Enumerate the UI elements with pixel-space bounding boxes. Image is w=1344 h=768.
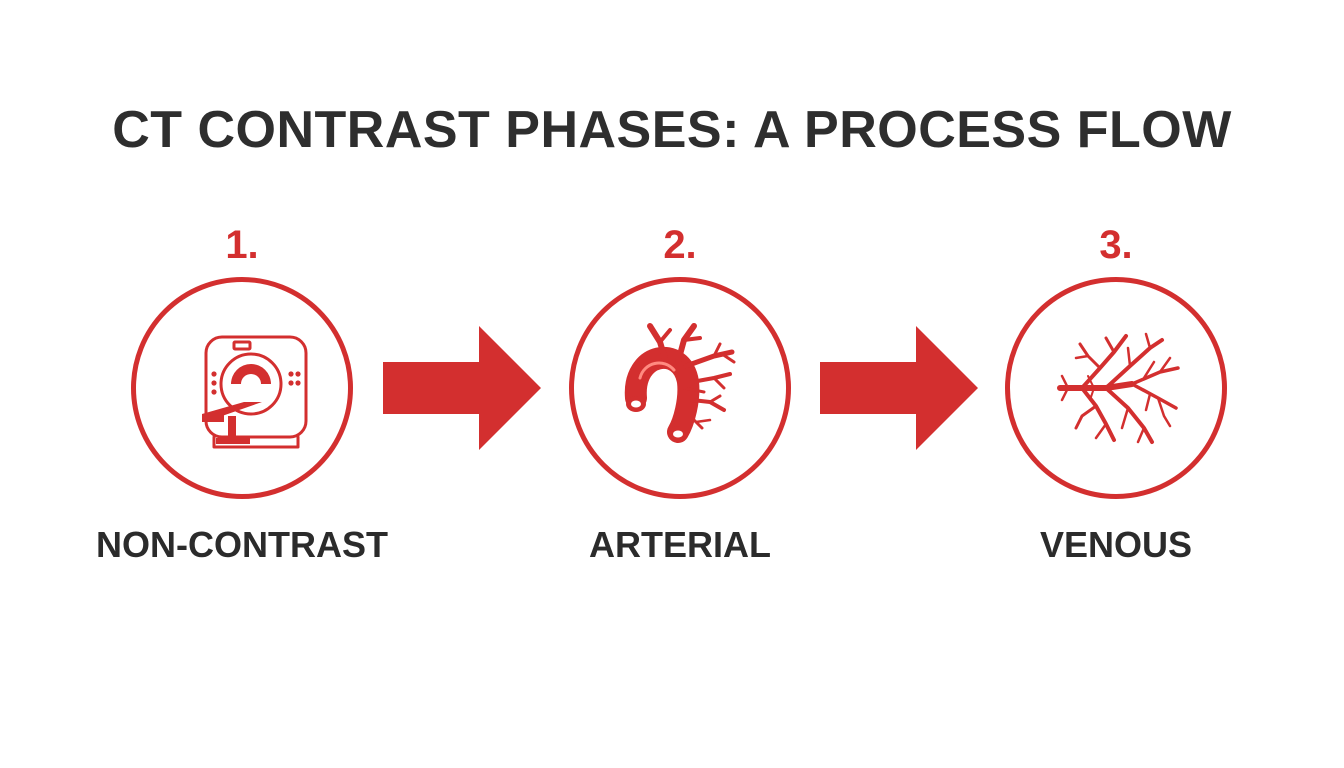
step-arterial: 2. (540, 220, 820, 580)
diagram-title: CT CONTRAST PHASES: A PROCESS FLOW (112, 101, 1232, 159)
step-circle (569, 277, 791, 499)
step-circle (1005, 277, 1227, 499)
step-label: ARTERIAL (589, 524, 771, 565)
aorta-arteries-icon (624, 323, 736, 443)
step-venous: 3. (976, 220, 1256, 580)
ct-scanner-icon (202, 335, 308, 449)
right-arrow-icon (820, 326, 978, 450)
flow-arrow (383, 326, 543, 450)
step-number: 3. (1099, 223, 1133, 267)
right-arrow-icon (383, 326, 541, 450)
step-non-contrast: 1. (96, 220, 388, 580)
step-circle (131, 277, 353, 499)
step-label: VENOUS (1039, 524, 1193, 565)
venous-network-icon (1057, 332, 1180, 444)
step-label: NON-CONTRAST (96, 524, 388, 565)
step-number: 1. (225, 223, 259, 267)
step-number: 2. (663, 223, 697, 267)
flow-arrow (820, 326, 980, 450)
